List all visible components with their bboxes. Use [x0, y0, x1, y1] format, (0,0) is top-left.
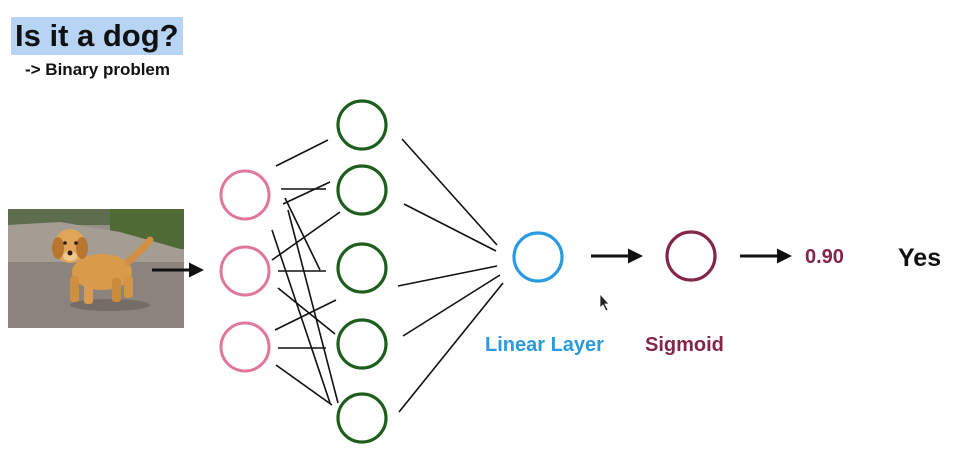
hidden-node-3 — [336, 242, 388, 294]
slide-subtitle: -> Binary problem — [25, 60, 171, 79]
hidden-node-1 — [336, 99, 388, 151]
sigmoid-node — [665, 230, 717, 282]
input-node-3 — [219, 321, 271, 373]
hidden-node-4 — [336, 318, 388, 370]
hidden-linear-connections — [397, 138, 504, 413]
linear-layer-label: Linear Layer — [485, 334, 604, 356]
input-hidden-connections — [271, 139, 341, 406]
input-node-1 — [219, 169, 271, 221]
mouse-pointer-icon — [599, 292, 610, 312]
slide-title: Is it a dog? — [11, 17, 183, 55]
output-answer: Yes — [898, 244, 941, 272]
hidden-node-2 — [336, 164, 388, 216]
hidden-node-5 — [336, 392, 388, 444]
linear-layer-node — [512, 231, 564, 283]
input-node-2 — [219, 245, 271, 297]
output-value: 0.90 — [805, 246, 844, 268]
sigmoid-label: Sigmoid — [645, 334, 724, 356]
